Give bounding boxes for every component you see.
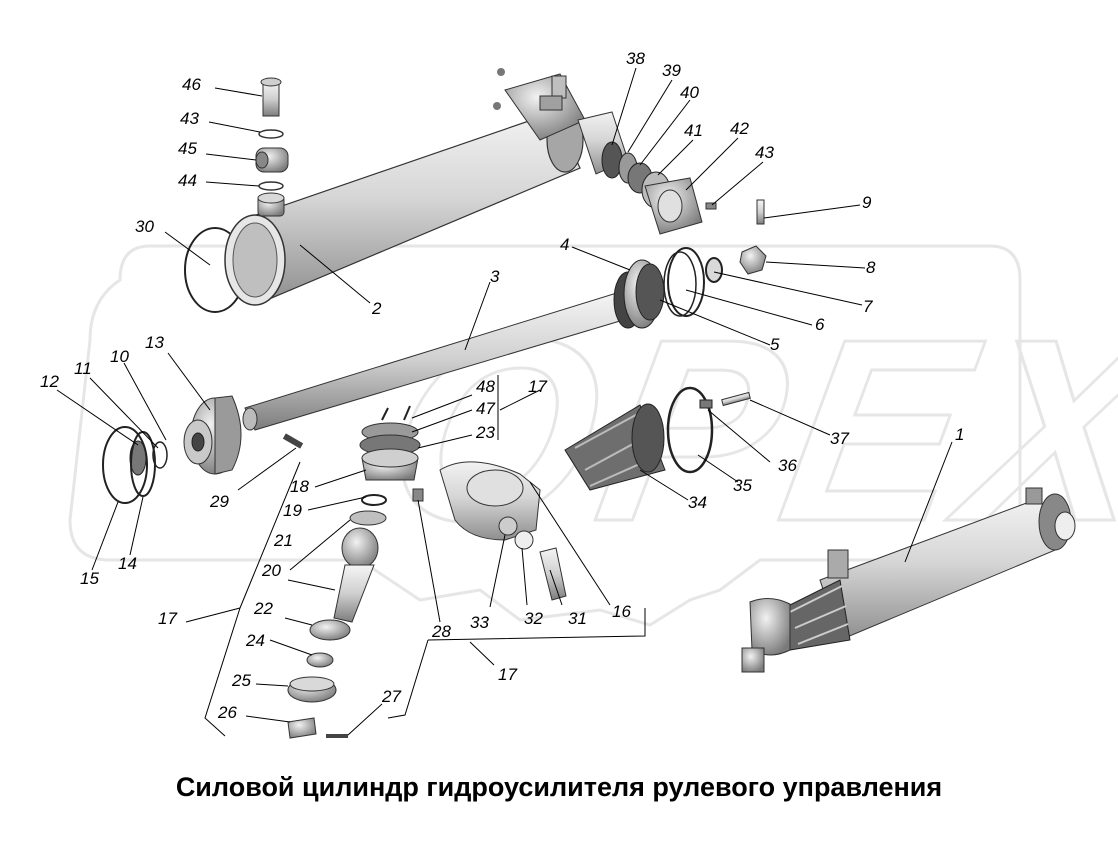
callout-31: 31 <box>568 609 587 628</box>
screw-37 <box>721 391 751 407</box>
callout-24: 24 <box>245 631 265 650</box>
ring-6 <box>667 247 705 317</box>
callout-34: 34 <box>688 493 707 512</box>
assembled-cylinder-1 <box>741 487 1076 673</box>
callout-36: 36 <box>778 456 797 475</box>
bush-22 <box>309 619 351 641</box>
washer-44 <box>258 181 284 191</box>
o-ring-15 <box>102 426 148 504</box>
callout-17-bottom: 17 <box>498 665 517 684</box>
callout-5: 5 <box>770 335 780 354</box>
callout-48: 48 <box>476 377 495 396</box>
callout-17-top: 17 <box>528 377 547 396</box>
pin-29 <box>282 433 304 449</box>
callout-28: 28 <box>431 622 451 641</box>
valve-cluster <box>601 141 717 235</box>
stack-48-18 <box>349 405 421 526</box>
leader-lines <box>56 67 953 737</box>
nipple-28 <box>412 488 424 502</box>
callout-3: 3 <box>490 267 500 286</box>
castle-nut-26 <box>287 717 317 739</box>
callout-8: 8 <box>866 258 876 277</box>
bolt-46 <box>262 81 280 117</box>
piston-4 <box>613 259 665 329</box>
callout-35: 35 <box>733 476 752 495</box>
gland-13 <box>183 395 242 475</box>
callout-25: 25 <box>231 671 251 690</box>
callout-27: 27 <box>381 687 401 706</box>
cotter-27 <box>326 734 348 738</box>
boot-34 <box>564 403 666 491</box>
nut-8 <box>739 245 767 275</box>
callout-29: 29 <box>209 492 229 511</box>
callout-26: 26 <box>217 703 237 722</box>
ring-24 <box>306 652 334 668</box>
clip-36 <box>699 399 713 409</box>
washer-43-top <box>258 129 284 139</box>
callout-43-left: 43 <box>180 109 199 128</box>
washer-21 <box>349 510 387 526</box>
bush-32 <box>514 530 534 550</box>
callout-39: 39 <box>662 61 681 80</box>
callout-1: 1 <box>955 425 964 444</box>
screw-43 <box>705 202 717 210</box>
callout-30: 30 <box>135 217 154 236</box>
callout-19: 19 <box>283 501 302 520</box>
callout-4: 4 <box>560 235 569 254</box>
callout-9: 9 <box>862 193 872 212</box>
callout-6: 6 <box>815 315 825 334</box>
callout-23: 23 <box>475 423 495 442</box>
diagram-caption: Силовой цилиндр гидроусилителя рулевого … <box>175 772 943 802</box>
callout-40: 40 <box>680 83 699 102</box>
bush-33 <box>498 516 518 536</box>
callout-7: 7 <box>863 297 873 316</box>
callout-33: 33 <box>470 613 489 632</box>
callout-46: 46 <box>182 75 201 94</box>
ring-11 <box>152 441 168 469</box>
ring-7 <box>705 257 723 283</box>
callout-42: 42 <box>730 119 749 138</box>
callout-18: 18 <box>290 477 309 496</box>
pin-9 <box>756 199 765 225</box>
callout-47: 47 <box>476 399 495 418</box>
callout-17-left: 17 <box>158 609 177 628</box>
callout-21: 21 <box>273 531 293 550</box>
callout-37: 37 <box>830 429 849 448</box>
callout-45: 45 <box>178 139 197 158</box>
callout-12: 12 <box>40 372 59 391</box>
ring-19 <box>361 494 387 506</box>
callout-41: 41 <box>684 121 703 140</box>
callout-32: 32 <box>524 609 543 628</box>
fitting-stack <box>255 77 289 191</box>
housing-16 <box>439 461 567 601</box>
clamp-35 <box>666 386 714 474</box>
callout-11: 11 <box>74 359 92 378</box>
callout-20: 20 <box>261 561 281 580</box>
callout-13: 13 <box>145 333 164 352</box>
callout-labels: 1 2 3 4 5 6 7 8 9 10 11 12 13 14 15 16 1… <box>40 49 964 722</box>
callout-16: 16 <box>612 602 631 621</box>
bolt-31 <box>539 547 567 601</box>
callout-38: 38 <box>626 49 645 68</box>
callout-22: 22 <box>253 599 273 618</box>
callout-44: 44 <box>178 171 197 190</box>
ball-stud-20 <box>333 527 379 623</box>
callout-10: 10 <box>110 347 129 366</box>
callout-2: 2 <box>371 299 382 318</box>
callout-14: 14 <box>118 554 137 573</box>
callout-15: 15 <box>80 569 99 588</box>
callout-43-right: 43 <box>755 143 774 162</box>
